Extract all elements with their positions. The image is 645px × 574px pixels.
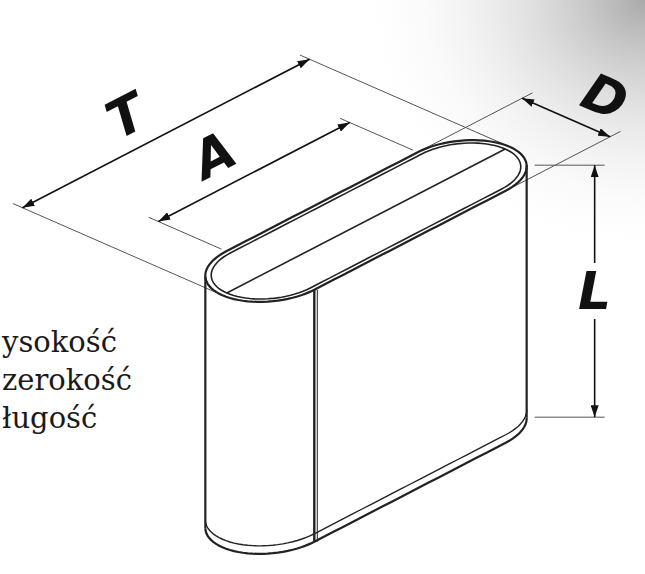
top-rim-inner bbox=[211, 143, 521, 299]
side-seam bbox=[317, 290, 318, 542]
top-seam bbox=[227, 149, 505, 293]
bottom-rim-outer bbox=[205, 417, 526, 554]
dimension-line bbox=[22, 59, 309, 208]
extension-line bbox=[340, 118, 413, 150]
dimension-letter: L bbox=[574, 263, 615, 319]
side-note: ługość bbox=[2, 404, 97, 433]
side-edge bbox=[526, 165, 528, 417]
extension-lines bbox=[13, 55, 621, 417]
extension-line bbox=[13, 204, 216, 293]
top-rim-outer bbox=[205, 140, 526, 302]
extension-line bbox=[513, 131, 621, 187]
side-edge bbox=[204, 277, 206, 529]
side-note: zerokość bbox=[2, 366, 132, 395]
side-seam bbox=[313, 290, 315, 542]
extension-line bbox=[149, 217, 222, 249]
dimension-lines bbox=[22, 59, 610, 417]
bottom-rim-inner bbox=[205, 409, 526, 546]
side-note: ysokość bbox=[2, 328, 117, 357]
extension-line bbox=[300, 55, 503, 144]
oval-duct bbox=[205, 140, 526, 554]
